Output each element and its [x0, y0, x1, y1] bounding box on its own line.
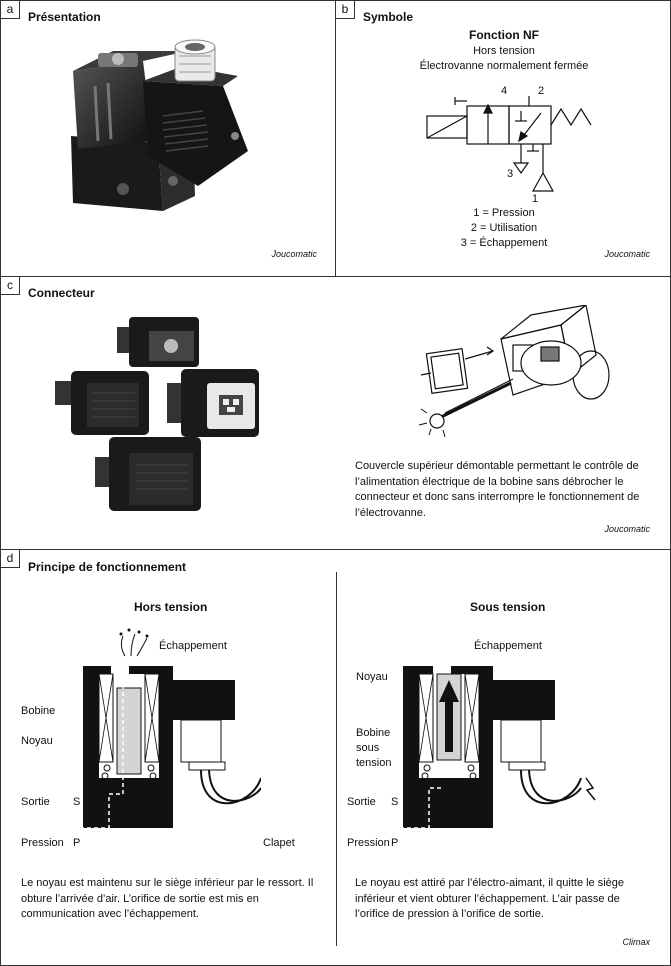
function-line-2: Électrovanne normalement fermée: [419, 60, 589, 72]
connector-cover-drawing: [418, 305, 610, 438]
function-title: Fonction NF: [469, 28, 539, 42]
panel-tag: d: [0, 549, 20, 568]
panel-title: Connecteur: [28, 286, 95, 300]
left-title: Hors tension: [134, 600, 208, 614]
left-pression-label: Pression: [21, 837, 64, 849]
panel-symbole: b Symbole Fonction NF Hors tension Élect…: [335, 0, 671, 277]
panel-connecteur: c Connecteur Couvercle s: [0, 276, 671, 550]
right-pression-label: Pression: [347, 837, 390, 849]
right-title: Sous tension: [470, 600, 546, 614]
port-4-label: 4: [501, 85, 508, 97]
panel-tag: c: [0, 276, 20, 295]
valve-symbol-diagram: [426, 96, 592, 192]
left-s-label: S: [73, 796, 81, 808]
panel-title: Principe de fonctionnement: [28, 560, 187, 574]
left-p-label: P: [73, 837, 81, 849]
port-3-label: 3: [507, 168, 514, 180]
right-noyau-label: Noyau: [356, 671, 388, 683]
connectors-photo: [55, 317, 259, 511]
photo-credit: Joucomatic: [271, 249, 317, 259]
right-description: Le noyau est attiré par l’électro-aimant…: [355, 877, 625, 920]
panel-title: Présentation: [28, 10, 101, 24]
connector-description: Couvercle supérieur démontable permettan…: [355, 460, 640, 519]
connector-credit: Joucomatic: [604, 524, 650, 534]
left-sortie-label: Sortie: [21, 796, 50, 808]
valve-on-diagram: [403, 666, 596, 828]
left-clapet-label: Clapet: [263, 837, 295, 849]
panel-presentation: a Présentation Joucom: [0, 0, 336, 277]
left-echap-label: Échappement: [159, 640, 227, 652]
panel-tag: a: [0, 0, 20, 19]
right-bobine-label-2: sous: [356, 742, 380, 754]
right-s-label: S: [391, 796, 399, 808]
right-echap-label: Échappement: [474, 640, 542, 652]
panel-tag: b: [335, 0, 355, 19]
panel-principe: d Principe de fonctionnement Hors tensio…: [0, 549, 671, 966]
column-divider: [336, 572, 337, 946]
left-description: Le noyau est maintenu sur le siège infér…: [21, 877, 314, 920]
left-noyau-label: Noyau: [21, 735, 53, 747]
left-bobine-label: Bobine: [21, 705, 56, 717]
function-line-1: Hors tension: [473, 45, 535, 57]
right-sortie-label: Sortie: [347, 796, 376, 808]
right-bobine-label-3: tension: [356, 757, 392, 769]
principle-credit: Climax: [622, 937, 650, 947]
port-2-label: 2: [538, 85, 545, 97]
solenoid-valve-photo: [71, 39, 248, 211]
port-1-label: 1: [532, 193, 539, 205]
valve-off-diagram: [83, 628, 261, 828]
legend-2: 2 = Utilisation: [470, 222, 538, 234]
right-p-label: P: [391, 837, 399, 849]
symbol-credit: Joucomatic: [604, 249, 650, 259]
legend-1: 1 = Pression: [473, 207, 535, 219]
legend-3: 3 = Échappement: [460, 237, 548, 249]
panel-title: Symbole: [363, 10, 414, 24]
right-bobine-label-1: Bobine: [356, 727, 391, 739]
